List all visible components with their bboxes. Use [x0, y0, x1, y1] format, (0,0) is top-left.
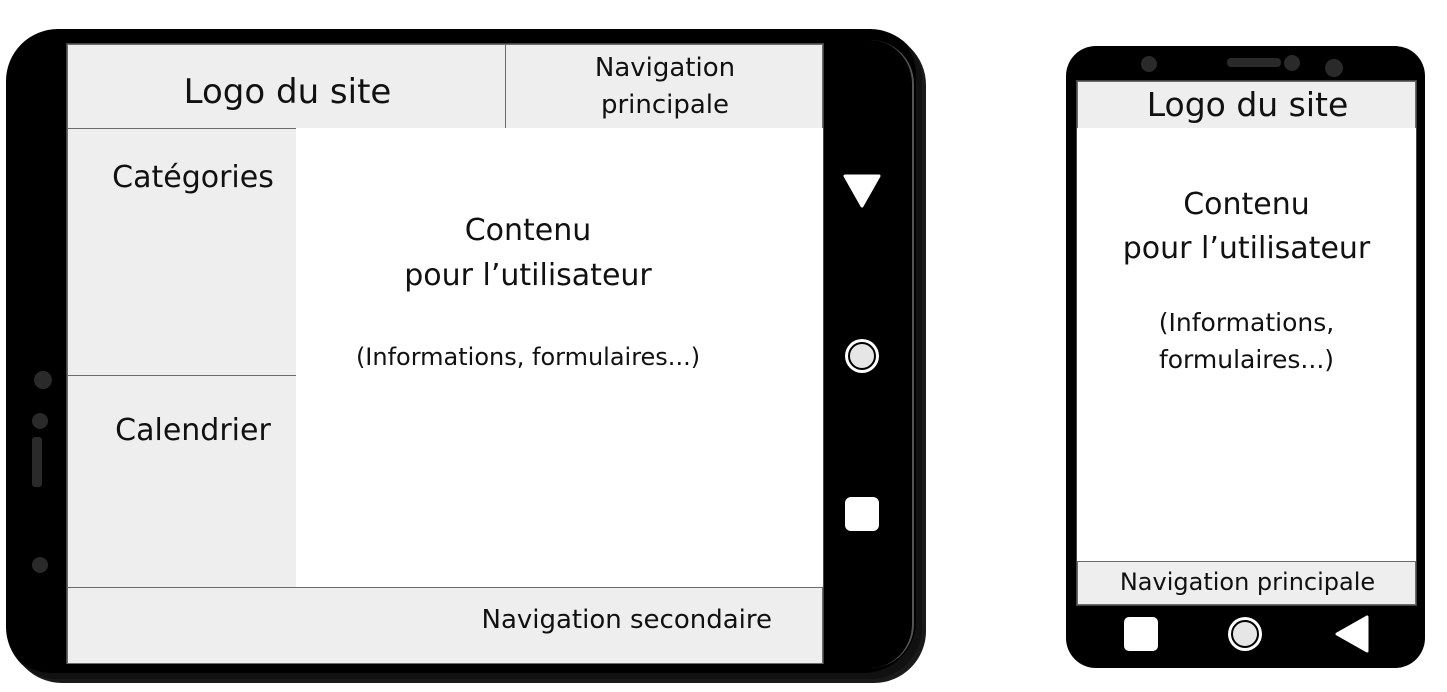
phone-content-note-2: formulaires...): [1158, 345, 1335, 374]
tablet-content-title-1: Contenu: [464, 213, 592, 248]
phone-logo-label: Logo du site: [1146, 85, 1349, 124]
phone-back-triangle-icon[interactable]: [1334, 615, 1370, 653]
phone-content-note-1: (Informations,: [1158, 308, 1335, 337]
phone-content-area: Contenu pour l’utilisateur (Informations…: [1077, 128, 1416, 562]
tablet-recent-square-icon[interactable]: [844, 496, 880, 532]
phone-speaker-slot: [1227, 58, 1281, 67]
phone-camera-dot-right: [1325, 59, 1343, 77]
tablet-sensor-dot: [32, 413, 48, 429]
tablet-content-title-2: pour l’utilisateur: [404, 258, 652, 293]
tablet-main-nav-label-1: Navigation: [594, 53, 736, 83]
tablet-mic-dot: [32, 557, 48, 573]
phone-logo-panel: Logo du site: [1077, 81, 1416, 129]
tablet-categories-label: Catégories: [112, 160, 274, 195]
tablet-secondary-nav-label: Navigation secondaire: [481, 605, 773, 635]
tablet-calendar-label: Calendrier: [115, 413, 271, 448]
phone-main-nav-label: Navigation principale: [1119, 568, 1376, 596]
tablet-calendar-panel[interactable]: Calendrier: [67, 375, 297, 588]
phone-recent-square-icon[interactable]: [1123, 616, 1159, 652]
tablet-main-nav[interactable]: Navigation principale: [505, 44, 823, 129]
phone-content-title-2: pour l’utilisateur: [1122, 231, 1371, 266]
phone-content-title-1: Contenu: [1183, 187, 1310, 222]
tablet-categories-panel[interactable]: Catégories: [67, 128, 297, 376]
tablet-camera-dot: [34, 371, 52, 389]
tablet-secondary-nav[interactable]: Navigation secondaire: [67, 587, 823, 664]
tablet-back-triangle-icon[interactable]: [843, 173, 881, 209]
phone-main-nav[interactable]: Navigation principale: [1077, 561, 1416, 605]
tablet-content-note: (Informations, formulaires...): [355, 343, 701, 371]
tablet-content-area: Contenu pour l’utilisateur (Informations…: [296, 128, 823, 588]
tablet-speaker-slot: [32, 437, 42, 487]
tablet-home-circle-icon[interactable]: [843, 337, 881, 375]
tablet-side-bezel: [826, 40, 914, 668]
phone-camera-dot-mid: [1284, 55, 1300, 71]
tablet-logo-label: Logo du site: [183, 72, 392, 112]
tablet-logo-panel: Logo du site: [67, 44, 506, 129]
tablet-main-nav-label-2: principale: [600, 90, 730, 120]
phone-camera-dot-left: [1141, 56, 1157, 72]
phone-home-circle-icon[interactable]: [1226, 615, 1264, 653]
